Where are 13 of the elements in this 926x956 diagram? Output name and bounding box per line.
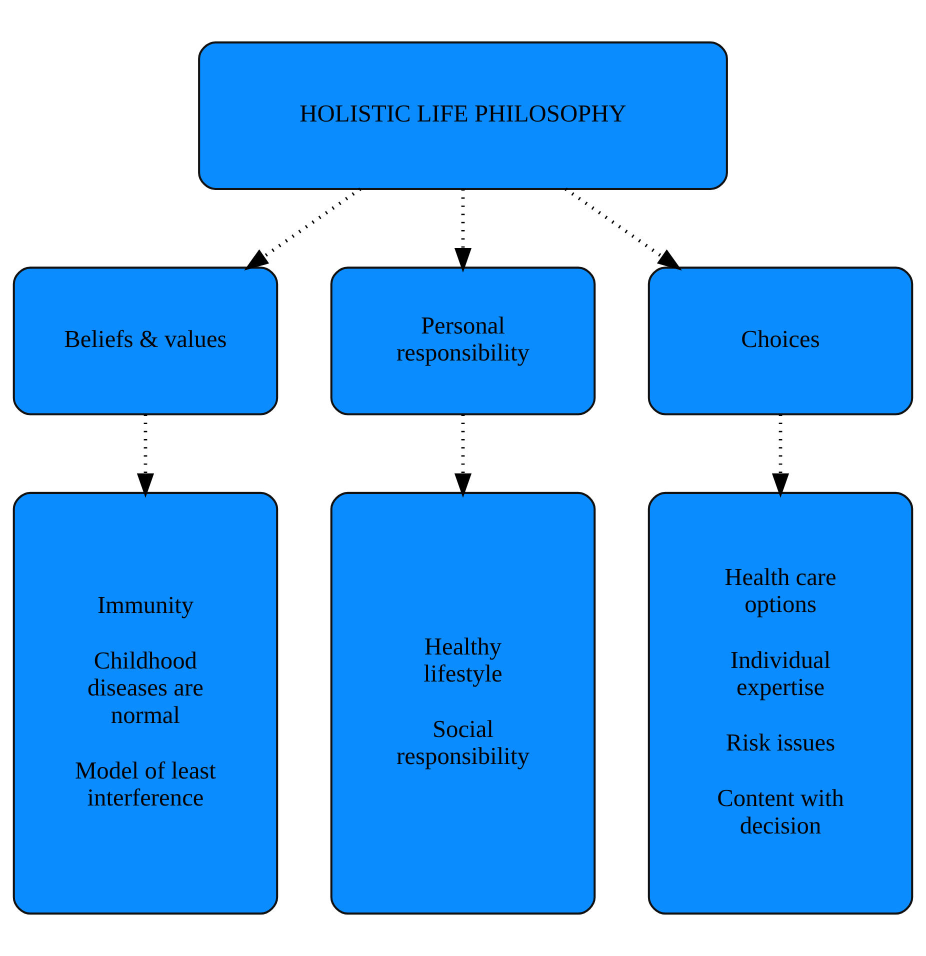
arrow	[244, 188, 362, 270]
arrow	[564, 188, 682, 270]
node-box: HOLISTIC LIFE PHILOSOPHY	[198, 41, 728, 190]
node-box: Beliefs & values	[12, 266, 278, 416]
arrow	[454, 189, 472, 272]
arrow	[772, 414, 790, 498]
node-box: Healthy lifestyle Social responsibility	[330, 492, 596, 915]
node-box: Immunity Childhood diseases are normal Model of least interference	[12, 492, 278, 915]
node-box: Choices	[648, 266, 914, 416]
arrow	[454, 414, 472, 498]
node-box: Personal responsibility	[330, 266, 596, 416]
node-box: Health care options Individual expertise Risk issues Content with decision	[648, 492, 914, 915]
arrow	[136, 414, 154, 498]
